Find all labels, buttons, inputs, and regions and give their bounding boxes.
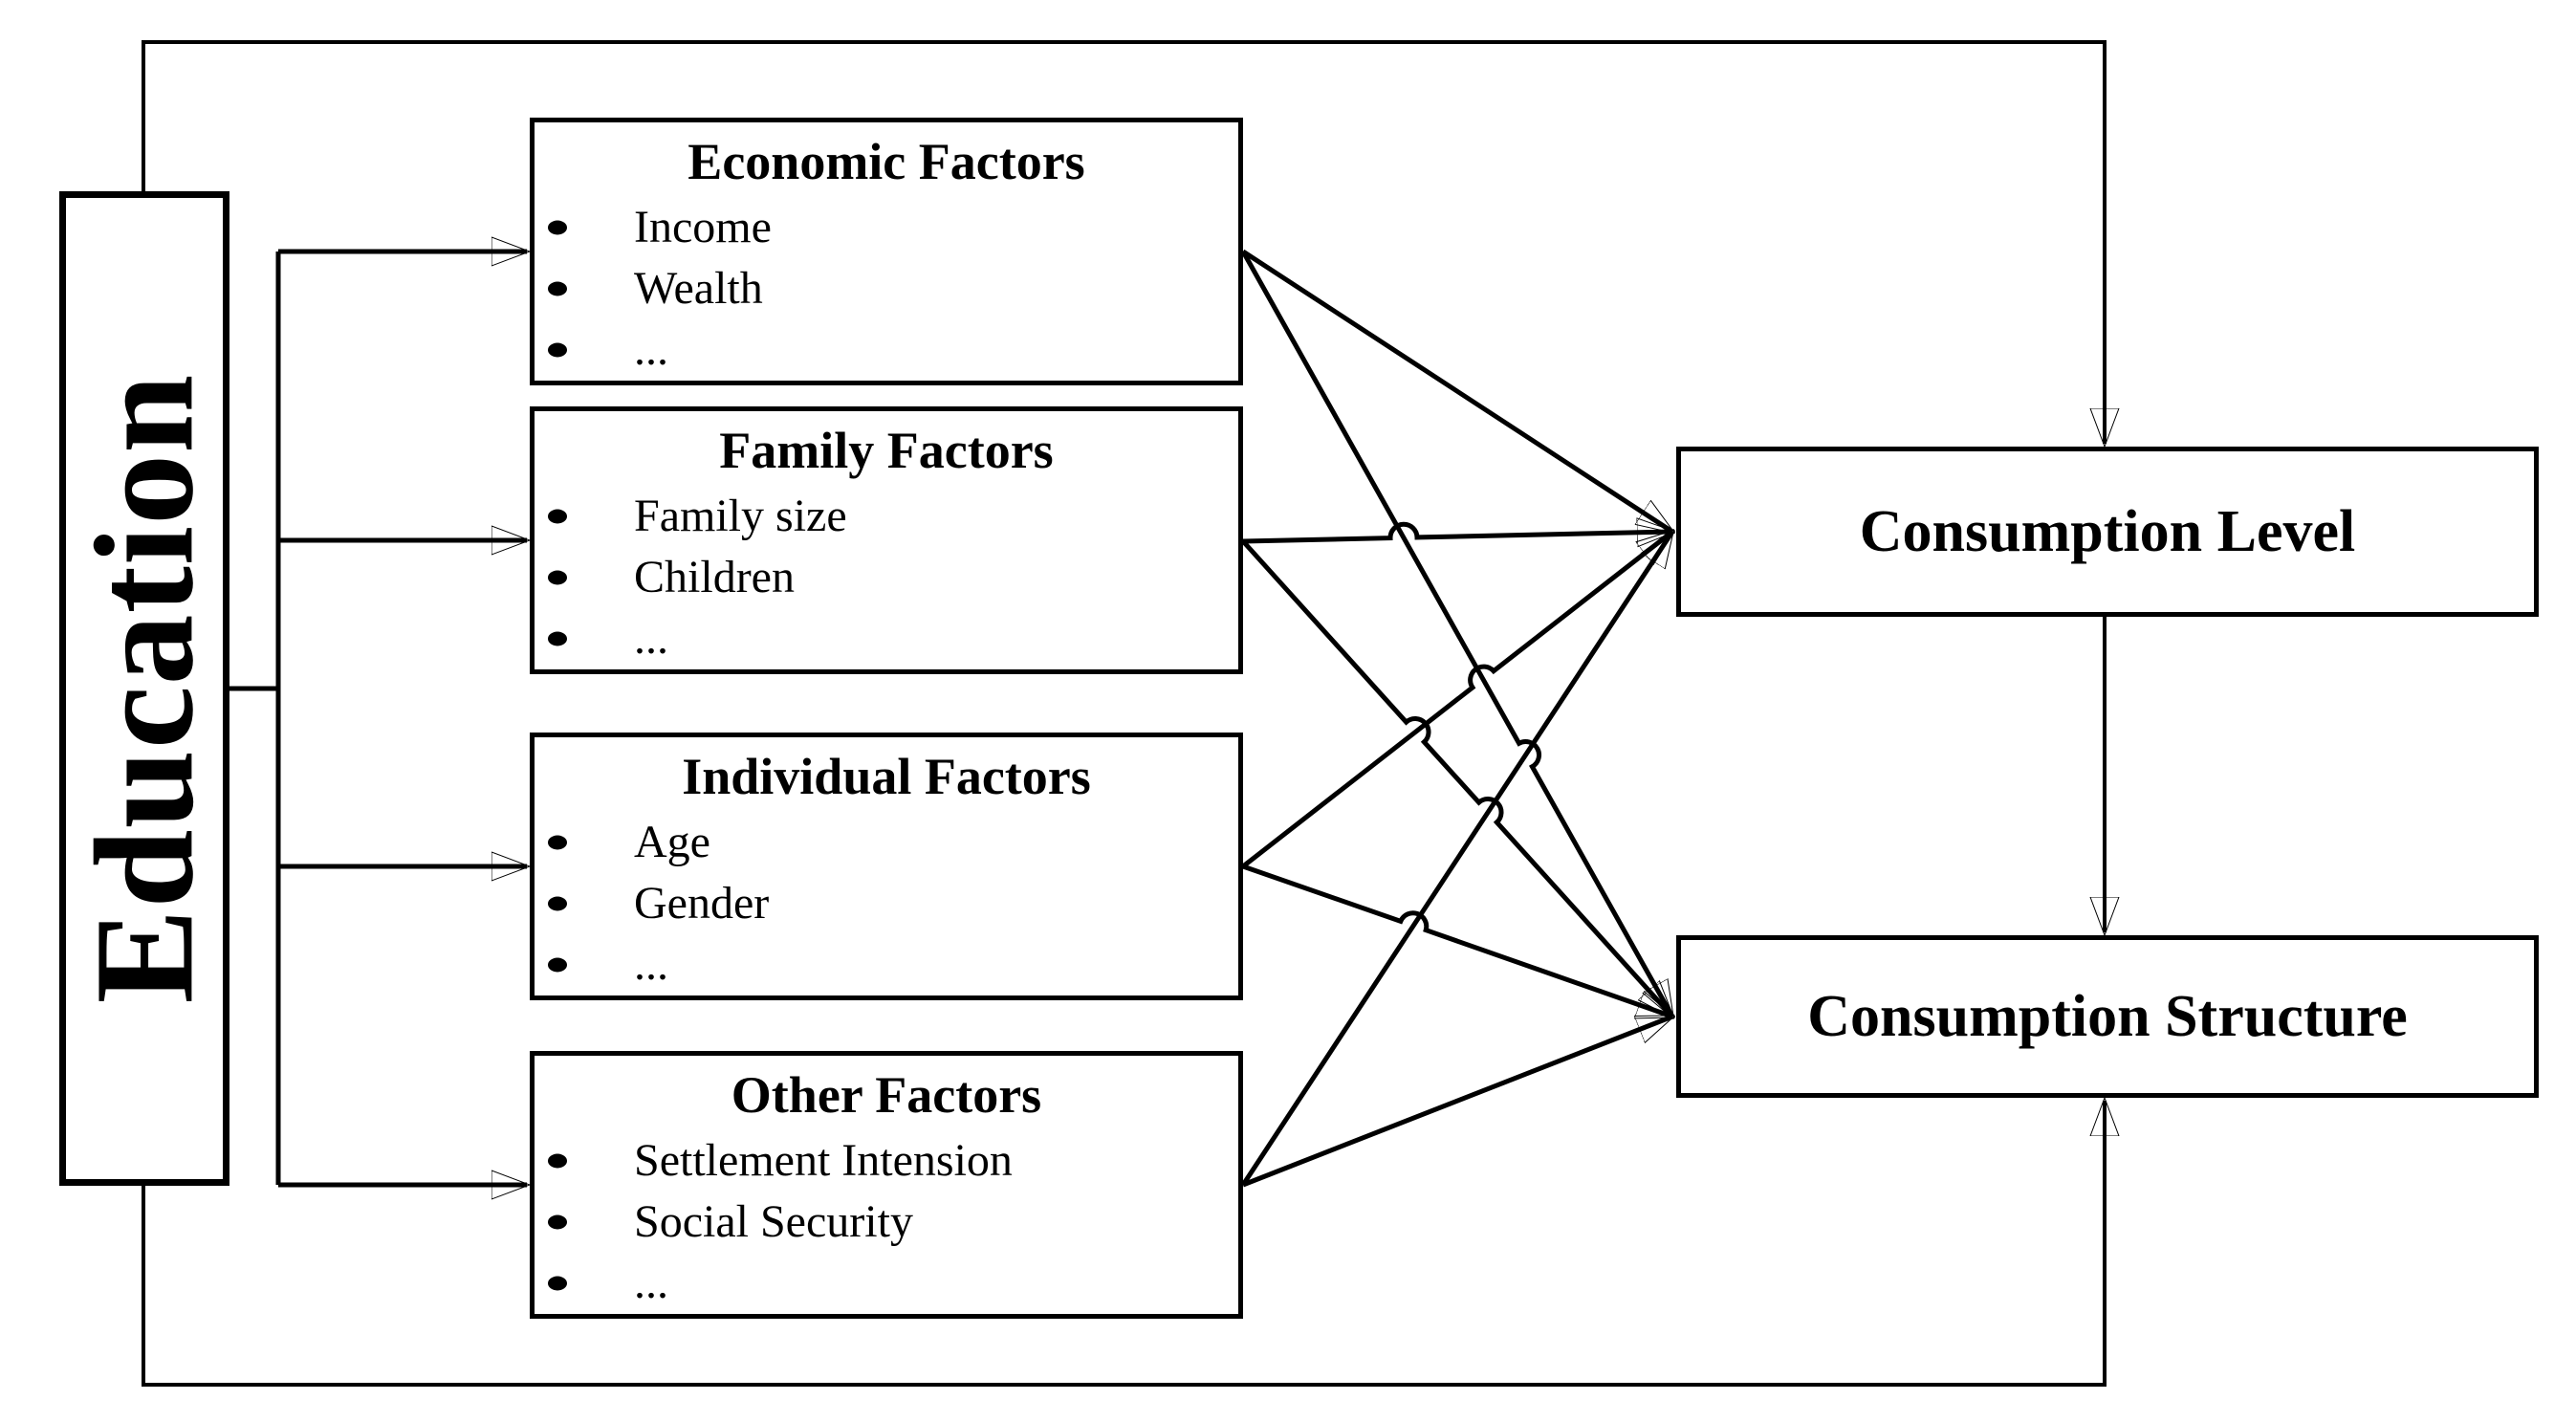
list-item: Social Security — [535, 1192, 1238, 1253]
bullet-icon — [548, 509, 567, 524]
bullet-icon — [548, 631, 567, 646]
bullet-icon — [548, 1153, 567, 1169]
consumption-level-label: Consumption Level — [1859, 498, 2356, 564]
other-factors-box: Other Factors Settlement Intension Socia… — [530, 1051, 1243, 1319]
bullet-icon — [548, 896, 567, 911]
list-item: Wealth — [535, 258, 1238, 319]
list-item-label: Social Security — [634, 1196, 913, 1247]
bullet-icon — [548, 281, 567, 296]
edge-economic-to-structure — [1240, 250, 1675, 1017]
individual-factors-title: Individual Factors — [682, 748, 1091, 805]
list-item-label: Gender — [634, 878, 770, 929]
other-factors-title: Other Factors — [731, 1066, 1042, 1124]
edge-other-to-structure — [1242, 1014, 1672, 1188]
edge-other-to-level — [1240, 532, 1672, 1187]
edge-family-to-level — [1242, 524, 1672, 541]
economic-factors-title: Economic Factors — [688, 133, 1085, 190]
edge-individual-to-level — [1241, 532, 1672, 868]
economic-factors-box: Economic Factors Income Wealth ... — [530, 118, 1243, 385]
other-factors-list: Settlement Intension Social Security ... — [535, 1130, 1238, 1314]
consumption-level-box: Consumption Level — [1676, 447, 2539, 617]
list-item: Income — [535, 197, 1238, 258]
list-item-label: Settlement Intension — [634, 1135, 1013, 1186]
list-item: ... — [535, 934, 1238, 995]
list-item-label: Age — [634, 817, 710, 867]
bullet-icon — [548, 957, 567, 973]
consumption-structure-label: Consumption Structure — [1807, 983, 2408, 1049]
list-item: Age — [535, 812, 1238, 873]
list-item-label: ... — [634, 324, 668, 375]
edge-family-to-structure — [1241, 539, 1672, 1017]
list-item: Settlement Intension — [535, 1130, 1238, 1192]
list-item: Family size — [535, 486, 1238, 547]
family-factors-box: Family Factors Family size Children ... — [530, 406, 1243, 674]
consumption-structure-box: Consumption Structure — [1676, 935, 2539, 1098]
list-item-label: Family size — [634, 491, 847, 541]
list-item-label: ... — [634, 613, 668, 664]
edge-education-top-loop-to-consumption-level — [142, 40, 2105, 444]
family-factors-title: Family Factors — [719, 422, 1054, 479]
bullet-icon — [548, 342, 567, 358]
individual-factors-box: Individual Factors Age Gender ... — [530, 733, 1243, 1000]
edge-individual-to-structure — [1242, 864, 1672, 1017]
economic-factors-list: Income Wealth ... — [535, 197, 1238, 381]
edge-education-bottom-loop-to-consumption-structure — [142, 1101, 2105, 1387]
list-item-label: Wealth — [634, 263, 763, 314]
list-item: ... — [535, 608, 1238, 669]
individual-factors-list: Age Gender ... — [535, 812, 1238, 995]
list-item-label: ... — [634, 1258, 668, 1308]
education-label: Education — [66, 373, 223, 1004]
bullet-icon — [548, 835, 567, 850]
bullet-icon — [548, 570, 567, 585]
bullet-icon — [548, 220, 567, 235]
list-item: ... — [535, 1253, 1238, 1314]
list-item-label: Children — [634, 552, 795, 602]
bullet-icon — [548, 1276, 567, 1291]
education-box: Education — [59, 191, 229, 1186]
bullet-icon — [548, 1214, 567, 1230]
list-item: ... — [535, 319, 1238, 381]
list-item-label: Income — [634, 202, 772, 252]
list-item-label: ... — [634, 939, 668, 990]
edge-economic-to-level — [1241, 249, 1672, 532]
family-factors-list: Family size Children ... — [535, 486, 1238, 669]
list-item: Children — [535, 547, 1238, 608]
list-item: Gender — [535, 873, 1238, 934]
